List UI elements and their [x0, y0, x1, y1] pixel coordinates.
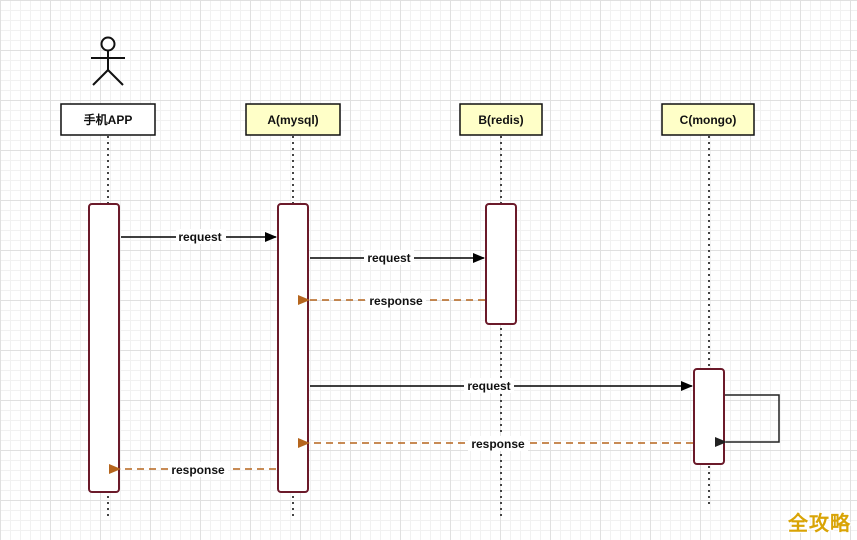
message-6[interactable]: response: [298, 436, 693, 451]
message-4[interactable]: request: [310, 378, 693, 393]
participant-label: B(redis): [478, 113, 523, 127]
participant-redis[interactable]: B(redis): [459, 103, 543, 136]
activations: [88, 203, 725, 493]
participant-label: C(mongo): [680, 113, 737, 127]
message-2[interactable]: request: [310, 250, 485, 265]
participant-app[interactable]: 手机APP: [60, 103, 156, 136]
message-self-mongo[interactable]: [715, 394, 780, 447]
message-label: response: [171, 463, 225, 477]
message-label: request: [178, 230, 221, 244]
participant-mongo[interactable]: C(mongo): [661, 103, 755, 136]
activation-redis: [485, 203, 517, 325]
activation-app: [88, 203, 120, 493]
message-3[interactable]: response: [298, 293, 485, 308]
participant-label: 手机APP: [84, 112, 133, 127]
activation-mongo: [693, 368, 725, 465]
message-label: response: [369, 294, 423, 308]
message-label: response: [471, 437, 525, 451]
watermark-text: 全攻略: [788, 511, 851, 535]
participant-mysql[interactable]: A(mysql): [245, 103, 341, 136]
message-7[interactable]: response: [109, 462, 276, 477]
activation-mysql: [277, 203, 309, 493]
message-label: request: [467, 379, 510, 393]
message-label: request: [367, 251, 410, 265]
participant-label: A(mysql): [267, 113, 318, 127]
lifelines: [107, 136, 710, 518]
message-1[interactable]: request: [121, 229, 277, 244]
actor-icon: [91, 36, 125, 86]
